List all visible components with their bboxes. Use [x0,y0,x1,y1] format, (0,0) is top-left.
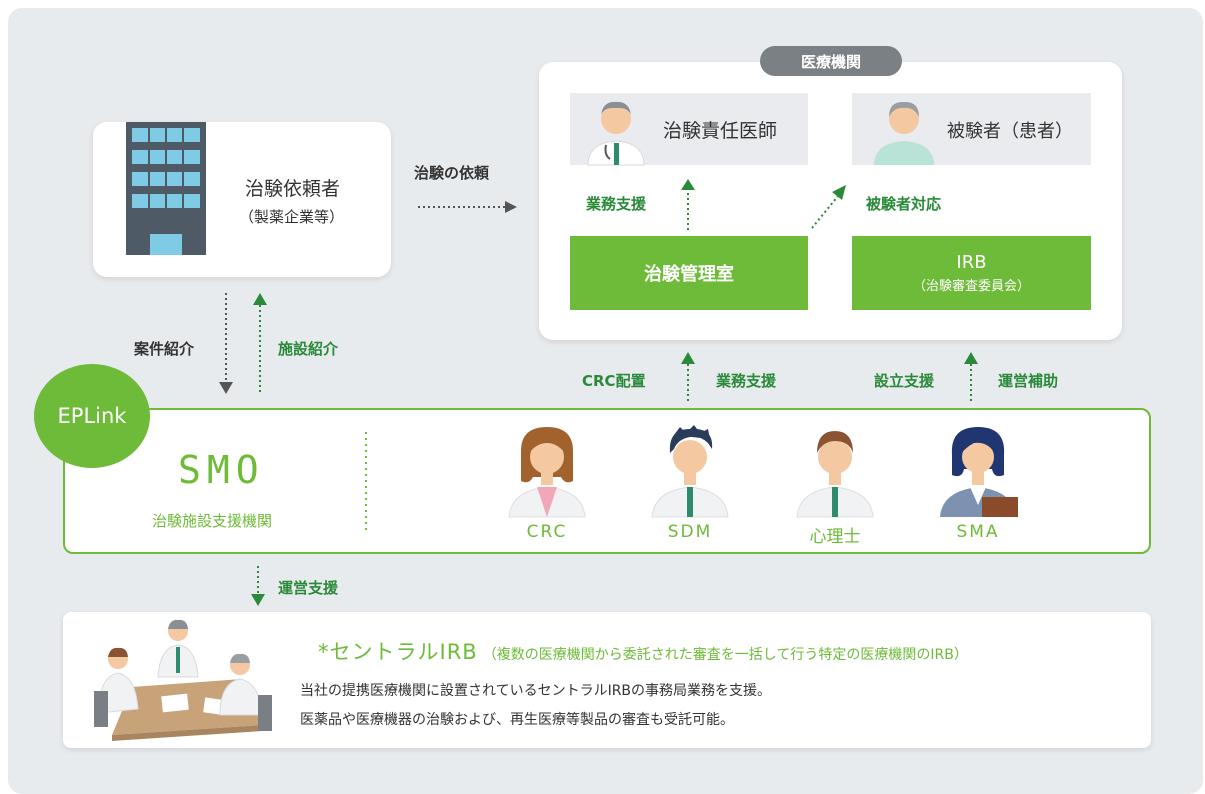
central-irb-title-row: *セントラルIRB （複数の医療機関から委託された審査を一括して行う特定の医療機… [318,636,968,666]
subject-box: 被験者（患者） [852,93,1091,165]
sponsor-subtitle: （製薬企業等） [239,208,345,226]
operation-support-label: 運営支援 [278,579,339,597]
institution-tag-label: 医療機関 [800,52,861,71]
psychologist-staff-icon [796,431,874,518]
sponsor-title: 治験依頼者 [245,178,341,200]
institution-tag: 医療機関 [760,46,902,76]
eplink-label: EPLink [57,404,127,428]
trial-office-box: 治験管理室 [570,236,808,310]
smo-subtitle: 治験施設支援機関 [152,512,273,530]
operation-assist-label: 運営補助 [998,372,1059,390]
irb-title: IRB [956,252,987,273]
central-irb-line-2: 医薬品や医療機器の治験および、再生医療等製品の審査も受託可能。 [300,712,734,728]
staff-label-sdm: SDM [667,522,713,542]
doctor-label: 治験責任医師 [663,120,778,142]
business-support-label: 業務支援 [716,372,777,390]
case-intro-label: 案件紹介 [134,340,195,358]
smo-title: SMO [178,448,265,492]
trial-office-label: 治験管理室 [644,264,734,285]
doctor-box: 治験責任医師 [570,93,808,166]
crc-placement-label: CRC配置 [582,372,646,390]
doctor-icon [587,101,645,166]
staff-label-sma: SMA [956,522,1000,542]
institution-support-label: 業務支援 [586,195,647,213]
smo-panel [63,408,1151,554]
central-irb-title: *セントラルIRB [318,640,478,664]
site-intro-label: 施設紹介 [278,340,339,358]
irb-subtitle: （治験審査委員会） [912,279,1030,294]
central-irb-line-1: 当社の提携医療機関に設置されているセントラルIRBの事務局業務を支援。 [300,683,772,699]
sdm-staff-icon [651,425,729,518]
staff-label-crc: CRC [526,522,568,542]
setup-support-label: 設立支援 [874,372,935,390]
staff-label-psychologist: 心理士 [809,527,861,547]
sma-staff-icon [940,427,1018,517]
central-irb-note: （複数の医療機関から委託された審査を一括して行う特定の医療機関のIRB） [482,647,968,663]
building-icon [126,122,206,255]
patient-icon [874,101,934,165]
meeting-illustration [94,619,272,741]
sponsor-card: 治験依頼者 （製薬企業等） [93,122,391,277]
request-label: 治験の依頼 [414,164,490,182]
subject-label: 被験者（患者） [947,121,1073,142]
crc-staff-icon [508,427,586,518]
eplink-badge: EPLink [34,364,150,468]
subject-handling-label: 被験者対応 [866,195,942,213]
irb-box: IRB （治験審査委員会） [852,236,1091,310]
